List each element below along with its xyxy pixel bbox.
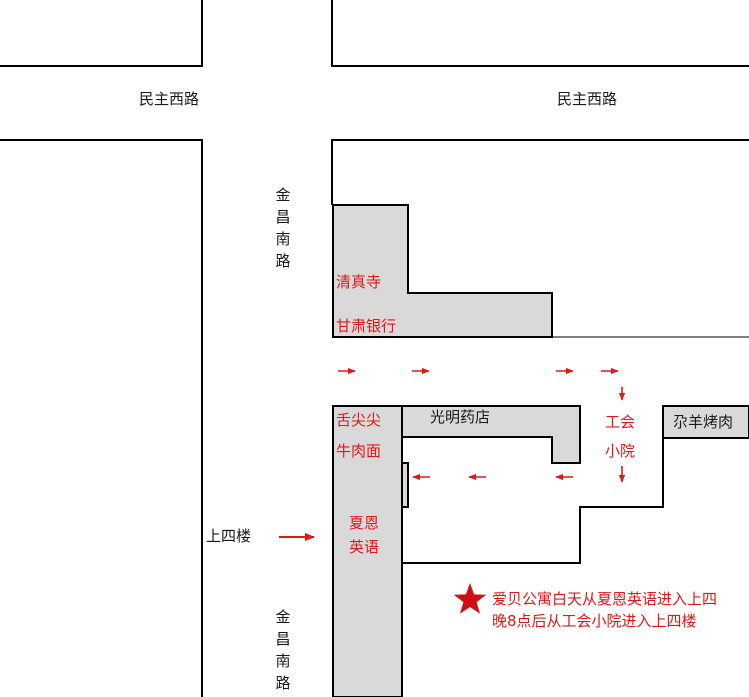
flow-arrows: [279, 367, 626, 541]
note-line-1: 爱贝公寓白天从夏恩英语进入上四: [492, 590, 718, 608]
road-edge-mid-left: [0, 139, 203, 697]
road-edge-mid-right: [331, 139, 749, 205]
road-edge-top-right: [331, 0, 749, 67]
lamb-building: [662, 405, 749, 439]
side-strip: [401, 462, 409, 508]
road-edge-top-left: [0, 0, 203, 67]
pharmacy-building: [401, 405, 581, 464]
road-label-minzhu-west-left: 民主西路: [139, 90, 200, 108]
mosque-bank-building: [332, 204, 553, 338]
courtyard-outline: [402, 438, 664, 564]
place-label-lamb: 尕羊烤肉: [673, 413, 734, 431]
place-label-pharmacy: 光明药店: [430, 408, 491, 426]
corner-building: [332, 405, 403, 697]
buildings: [332, 204, 749, 697]
road-label-minzhu-west-right: 民主西路: [557, 90, 618, 108]
place-label-courtyard-1: 工会: [605, 413, 636, 431]
place-label-noodle-2: 牛肉面: [336, 442, 382, 460]
road-label-jinchang-south-top: 金昌南路: [275, 186, 291, 270]
place-label-xiaen-1: 夏恩: [349, 514, 380, 532]
place-label-mosque: 清真寺: [336, 273, 382, 291]
place-label-noodle-1: 舌尖尖: [336, 411, 382, 429]
note-line-2: 晚8点后从工会小院进入上四楼: [492, 612, 697, 630]
place-label-bank: 甘肃银行: [336, 317, 397, 335]
entrance-label: 上四楼: [206, 527, 252, 545]
place-label-xiaen-2: 英语: [349, 538, 380, 556]
road-label-jinchang-south-bottom: 金昌南路: [275, 608, 291, 692]
place-label-courtyard-2: 小院: [605, 442, 636, 460]
star-icon: [453, 583, 487, 614]
